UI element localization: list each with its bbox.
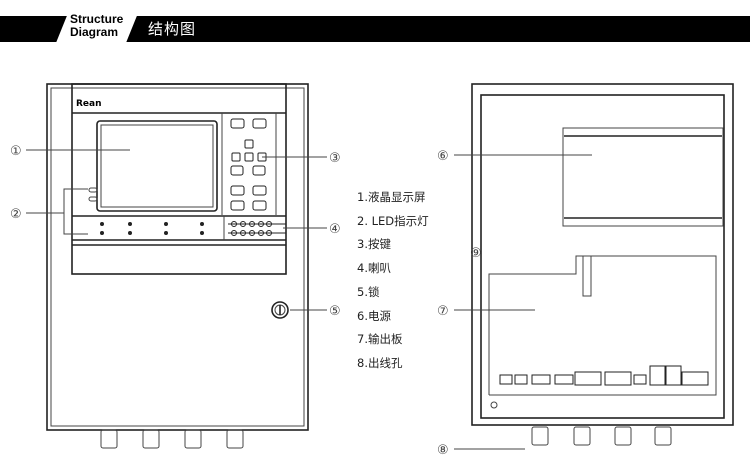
legend-item: 4.喇叭	[357, 261, 391, 275]
title-en-line1: Structure	[70, 12, 124, 26]
ground-screw	[490, 401, 498, 409]
output-board	[488, 255, 717, 396]
lock	[271, 301, 289, 319]
callout-8: ⑧	[437, 443, 449, 458]
legend-item: 5.锁	[357, 285, 380, 299]
power-supply	[562, 127, 724, 227]
legend-item: 3.按键	[357, 237, 391, 251]
terminal-blocks	[499, 365, 709, 386]
keypad	[230, 118, 267, 211]
header-title-cn: 结构图	[148, 20, 197, 38]
legend-item: 7.输出板	[357, 332, 403, 346]
callout-4: ④	[329, 222, 341, 237]
callout-7: ⑦	[437, 304, 449, 319]
brand-logo: Rean	[76, 99, 102, 109]
lcd-screen	[96, 120, 218, 212]
callout-9: ⑨	[470, 246, 482, 261]
cable-glands-front	[100, 429, 244, 449]
speaker	[228, 221, 286, 236]
legend-item: 8.出线孔	[357, 356, 403, 370]
header-title-en: Structure Diagram	[70, 13, 123, 39]
led-indicators	[72, 187, 286, 246]
legend-item: 1.液晶显示屏	[357, 190, 425, 204]
callout-6: ⑥	[437, 149, 449, 164]
cable-glands-back	[531, 426, 672, 446]
legend: 1.液晶显示屏 2. LED指示灯 3.按键 4.喇叭 5.锁 6.电源 7.输…	[357, 190, 429, 370]
legend-item: 6.电源	[357, 309, 391, 323]
callout-1: ①	[10, 144, 22, 159]
callout-3: ③	[329, 151, 341, 166]
legend-item: 2. LED指示灯	[357, 214, 429, 228]
callout-2: ②	[10, 207, 22, 222]
callout-5: ⑤	[329, 304, 341, 319]
title-en-line2: Diagram	[70, 25, 119, 39]
inside-cabinet	[471, 83, 734, 446]
front-cabinet: Rean	[46, 83, 309, 449]
